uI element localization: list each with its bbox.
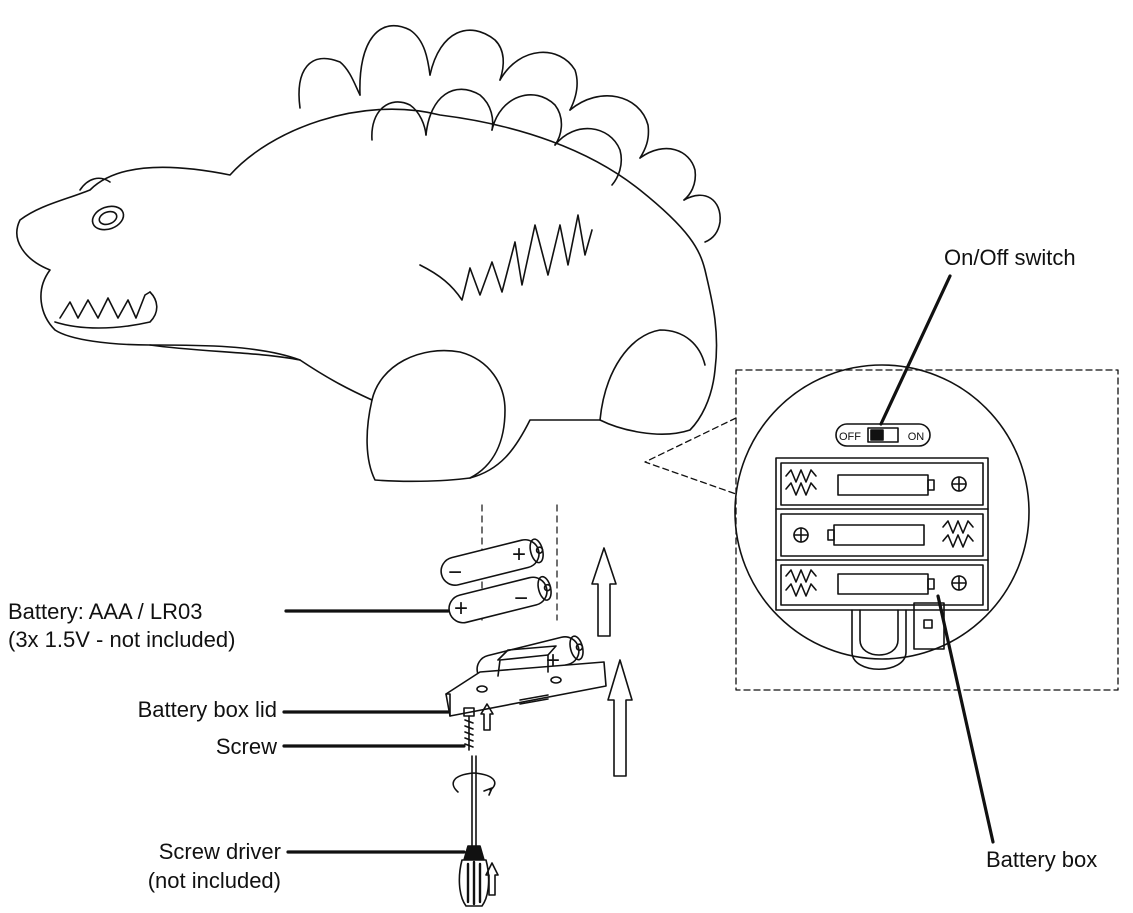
- dinosaur-mouth: [54, 291, 158, 329]
- up-arrow-icon: [485, 862, 499, 896]
- callout-pointer: [644, 417, 737, 495]
- back-plate: [683, 194, 721, 243]
- back-plate: [569, 95, 650, 159]
- back-plate: [499, 51, 578, 111]
- spring-contact: [942, 520, 974, 534]
- battery-minus-sign: −: [448, 559, 462, 586]
- spring-contact: [785, 583, 817, 597]
- label-screw: Screw: [215, 734, 277, 759]
- battery-slot-tip: [827, 529, 835, 541]
- up-arrow-icon: [480, 703, 494, 731]
- label-on-off-switch: On/Off switch: [944, 245, 1076, 270]
- battery: [440, 538, 544, 586]
- back-plate: [639, 147, 697, 201]
- battery-box-lid: [445, 645, 607, 717]
- switch-knob: [870, 429, 884, 441]
- battery-box-circle: [734, 364, 1030, 660]
- rotate-arrow-icon: [483, 787, 493, 796]
- label-battery: Battery: AAA / LR03: [8, 599, 203, 624]
- switch-housing: [835, 423, 931, 447]
- battery-slot-tip: [927, 578, 935, 590]
- back-plate: [491, 94, 563, 146]
- lid-tab-slot: [851, 609, 907, 671]
- battery-slot-label: [837, 474, 929, 496]
- compartment-inner: [780, 564, 984, 606]
- dinosaur-stripes: [419, 214, 593, 301]
- dinosaur-front-leg: [371, 349, 506, 479]
- battery-slot-label: [833, 524, 925, 546]
- label-battery-box-lid: Battery box lid: [137, 697, 277, 722]
- dinosaur-back-leg: [599, 329, 706, 421]
- compartment-inner: [780, 513, 984, 557]
- screw-part: [463, 707, 475, 751]
- up-arrow-icon: [607, 659, 633, 777]
- back-plate: [298, 57, 361, 109]
- dinosaur-eye-inner: [98, 210, 118, 226]
- battery: [448, 575, 552, 624]
- battery-plus-sign: +: [512, 541, 526, 568]
- compartment-inner: [780, 462, 984, 506]
- switch-off-text: OFF: [839, 431, 861, 443]
- compartment-frame: [775, 457, 989, 611]
- label-battery-box: Battery box: [986, 847, 1098, 872]
- back-plate: [429, 29, 505, 81]
- dinosaur-eye: [91, 205, 125, 231]
- dinosaur-teeth: [59, 291, 151, 319]
- label-battery-note: (3x 1.5V - not included): [8, 627, 236, 652]
- dinosaur-brow: [79, 177, 111, 191]
- screwdriver-part: [452, 755, 496, 907]
- battery-slot-tip: [927, 479, 935, 491]
- spring-contact: [942, 534, 974, 548]
- leader-battery-box: [936, 594, 995, 844]
- leader-on-off-switch: [879, 274, 952, 426]
- dinosaur-illustration: [16, 24, 721, 483]
- lid-tab-slot-inner: [859, 609, 899, 656]
- spring-contact: [785, 469, 817, 483]
- back-plate: [359, 24, 431, 96]
- label-screw-driver-note: (not included): [147, 868, 281, 893]
- switch-slot: [867, 427, 899, 443]
- back-plate: [425, 88, 494, 136]
- label-screw-driver: Screw driver: [158, 839, 281, 864]
- dinosaur-body: [16, 108, 718, 483]
- dinosaur-jaw-line: [149, 344, 301, 361]
- battery-plus-sign: +: [454, 595, 468, 622]
- leader-lines: [282, 274, 995, 854]
- switch-on-text: ON: [908, 431, 925, 443]
- battery-slot-label: [837, 573, 929, 595]
- spring-contact: [785, 482, 817, 496]
- screw-hole: [923, 619, 933, 629]
- back-plate: [554, 127, 623, 186]
- spring-contact: [785, 569, 817, 583]
- battery-minus-sign: −: [514, 585, 528, 612]
- callout-frame: [735, 369, 1119, 691]
- battery-box-callout: OFF ON: [644, 364, 1119, 691]
- up-arrow-icon: [591, 547, 617, 637]
- exploded-parts: − + + − − +: [440, 504, 633, 907]
- back-plate: [371, 101, 427, 141]
